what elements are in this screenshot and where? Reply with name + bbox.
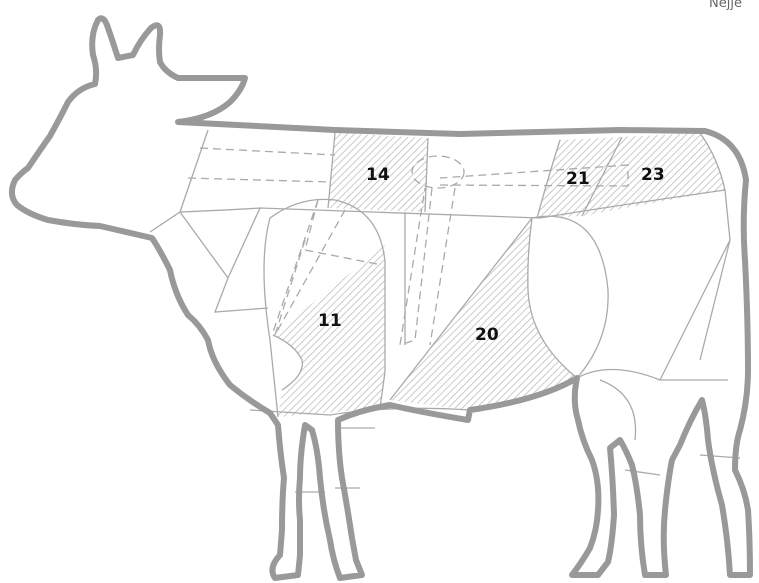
cut-11-label: 11	[318, 311, 342, 331]
cut-20-region[interactable]	[390, 218, 577, 410]
cut-14-label: 14	[366, 165, 390, 185]
cut-23-label: 23	[641, 165, 665, 185]
cut-21-label: 21	[566, 169, 590, 189]
cut-11-region[interactable]	[273, 245, 385, 417]
cut-20-label: 20	[475, 325, 499, 345]
